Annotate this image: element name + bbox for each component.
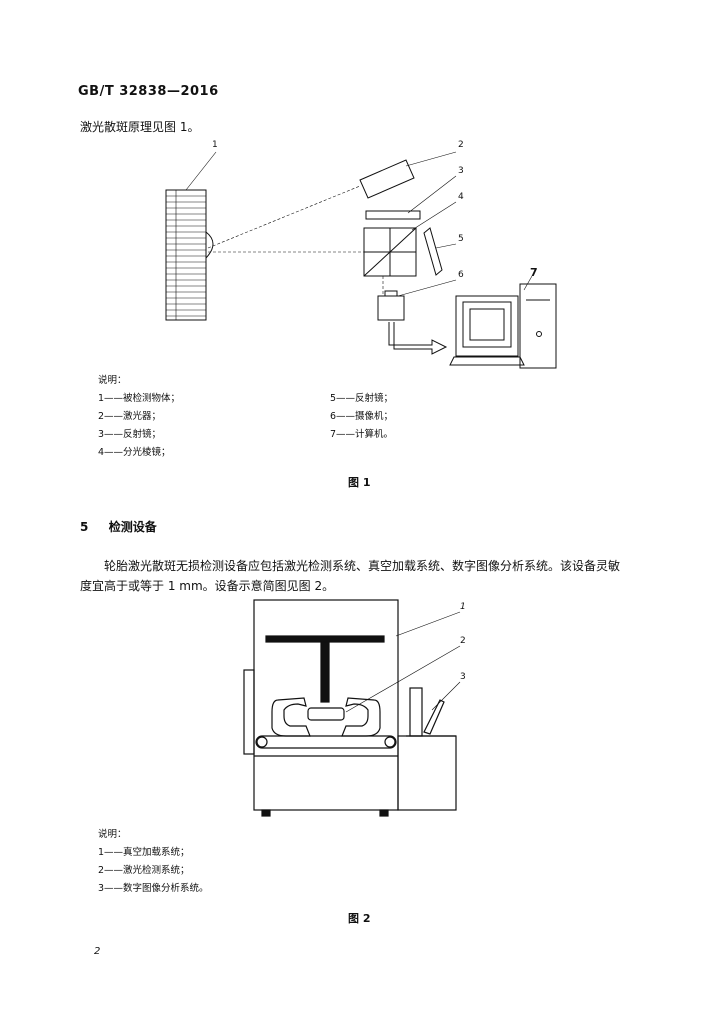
paragraph-line-1: 轮胎激光散斑无损检测设备应包括激光检测系统、真空加载系统、数字图像分析系统。该设… — [104, 559, 621, 573]
computer-device — [449, 283, 557, 369]
intro-text: 激光散斑原理见图 1。 — [80, 120, 200, 134]
tire-shape — [271, 697, 381, 737]
figure-1-legend-title: 说明： — [98, 375, 127, 386]
legend-item: 1——被检测物体； — [98, 393, 181, 404]
analysis-console — [397, 735, 457, 811]
section-paragraph: 轮胎激光散斑无损检测设备应包括激光检测系统、真空加载系统、数字图像分析系统。该设… — [80, 556, 660, 596]
legend-item: 7——计算机。 — [330, 429, 394, 440]
figure-1-legend-right: 5——反射镜； 6——摄像机； 7——计算机。 — [330, 390, 393, 444]
paragraph-line-2: 度宜高于或等于 1 mm。设备示意简图见图 2。 — [80, 579, 335, 593]
callout-5: 5 — [458, 234, 464, 244]
figure-2-legend: 说明： 1——真空加载系统； 2——激光检测系统； 3——数字图像分析系统。 — [98, 826, 209, 898]
legend-item: 3——反射镜； — [98, 429, 162, 440]
legend-item: 1——真空加载系统； — [98, 847, 190, 858]
fig2-callout-1: 1 — [460, 602, 466, 612]
legend-item: 3——数字图像分析系统。 — [98, 883, 209, 894]
laser-device — [359, 159, 415, 199]
callout-4: 4 — [458, 192, 464, 202]
legend-item: 4——分光棱镜； — [98, 447, 171, 458]
signal-arrow — [388, 322, 448, 355]
page-number: 2 — [94, 946, 101, 957]
legend-title: 说明： — [98, 829, 127, 840]
fig2-callout-3: 3 — [460, 672, 466, 682]
mirror-3 — [365, 210, 421, 220]
callout-1: 1 — [212, 140, 218, 150]
callout-6: 6 — [458, 270, 464, 280]
figure-1-caption: 图 1 — [348, 476, 371, 489]
legend-item: 2——激光检测系统； — [98, 865, 190, 876]
document-header: GB/T 32838—2016 — [78, 84, 219, 99]
vacuum-chamber — [253, 599, 399, 811]
camera-device — [377, 290, 405, 321]
callout-3: 3 — [458, 166, 464, 176]
section-number: 5 — [80, 520, 89, 534]
mirror-5 — [423, 227, 443, 276]
legend-item: 5——反射镜； — [330, 393, 394, 404]
figure-1-legend-left: 1——被检测物体； 2——激光器； 3——反射镜； 4——分光棱镜； — [98, 390, 180, 462]
callout-7: 7 — [530, 266, 538, 279]
inspected-object — [165, 189, 214, 321]
legend-item: 2——激光器； — [98, 411, 162, 422]
section-heading: 5 检测设备 — [80, 518, 157, 535]
beam-splitter-prism — [363, 227, 417, 277]
section-title: 检测设备 — [108, 520, 157, 534]
callout-2: 2 — [458, 140, 464, 150]
legend-item: 6——摄像机； — [330, 411, 394, 422]
figure-2-caption: 图 2 — [348, 912, 371, 925]
fig2-callout-2: 2 — [460, 636, 466, 646]
